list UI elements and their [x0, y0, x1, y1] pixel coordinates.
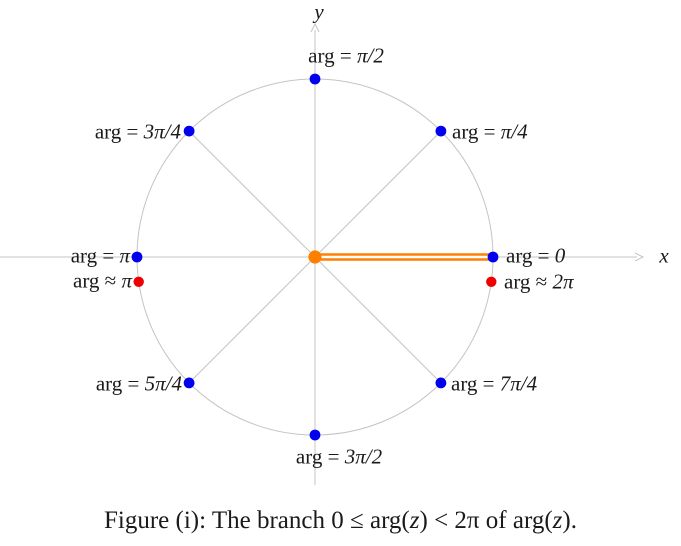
caption-math-z: z: [552, 507, 563, 534]
label-text: arg ≈: [73, 268, 122, 293]
label-math: 5π/4: [144, 371, 182, 396]
label-text: arg =: [70, 243, 120, 268]
y-axis-label: y: [314, 0, 324, 24]
caption-text: Figure (i): The branch 0 ≤ arg(: [104, 507, 410, 534]
figure-caption: Figure (i): The branch 0 ≤ arg(z) < 2π o…: [0, 506, 681, 536]
label-text: arg ≈: [504, 269, 553, 294]
dot-arg-3pi-over-4: [183, 125, 195, 137]
x-axis-arrow-icon: [634, 252, 645, 262]
label-arg-pi-over-4: arg = π/4: [452, 119, 528, 144]
x-axis-label: x: [659, 243, 669, 268]
label-text: arg =: [308, 43, 357, 68]
label-arg-approx-2pi: arg ≈ 2π: [504, 269, 574, 294]
label-math: π/4: [500, 119, 528, 144]
label-text: arg =: [452, 119, 501, 144]
y-axis-arrow-icon: [310, 22, 320, 33]
dot-origin: [308, 250, 322, 264]
label-math: 3π/2: [344, 444, 383, 469]
label-text: arg =: [295, 444, 345, 469]
label-arg-7pi-over-4: arg = 7π/4: [451, 371, 538, 396]
label-math: 2π: [552, 269, 574, 294]
label-arg-pi-over-2: arg = π/2: [308, 43, 384, 68]
dot-arg-0: [487, 251, 499, 263]
label-arg-approx-pi: arg ≈ π: [73, 268, 132, 293]
label-arg-3pi-over-2: arg = 3π/2: [295, 444, 383, 469]
label-arg-3pi-over-4: arg = 3π/4: [94, 119, 181, 144]
label-math: π: [119, 243, 130, 268]
label-math: 7π/4: [499, 371, 538, 396]
dot-arg-3pi-over-2: [309, 429, 321, 441]
dot-arg-approx-2pi: [486, 276, 497, 287]
dot-arg-pi: [131, 251, 143, 263]
label-math: 3π/4: [143, 119, 181, 144]
label-math: 0: [554, 243, 566, 268]
dot-arg-pi-over-2: [309, 73, 321, 85]
caption-math-z: z: [409, 507, 420, 534]
label-arg-pi: arg = π: [70, 243, 130, 268]
label-text: arg =: [506, 243, 555, 268]
caption-text: ) < 2π of arg(: [419, 507, 553, 534]
caption-text: ).: [562, 507, 577, 534]
label-text: arg =: [451, 371, 500, 396]
label-math: π/2: [356, 43, 384, 68]
label-text: arg =: [94, 119, 144, 144]
label-arg-0: arg = 0: [506, 243, 566, 268]
label-text: arg =: [95, 371, 145, 396]
label-math: π: [121, 268, 132, 293]
dot-arg-approx-pi: [133, 276, 144, 287]
label-arg-5pi-over-4: arg = 5π/4: [95, 371, 182, 396]
dot-arg-5pi-over-4: [183, 377, 195, 389]
dot-arg-pi-over-4: [435, 125, 447, 137]
dot-arg-7pi-over-4: [435, 377, 447, 389]
